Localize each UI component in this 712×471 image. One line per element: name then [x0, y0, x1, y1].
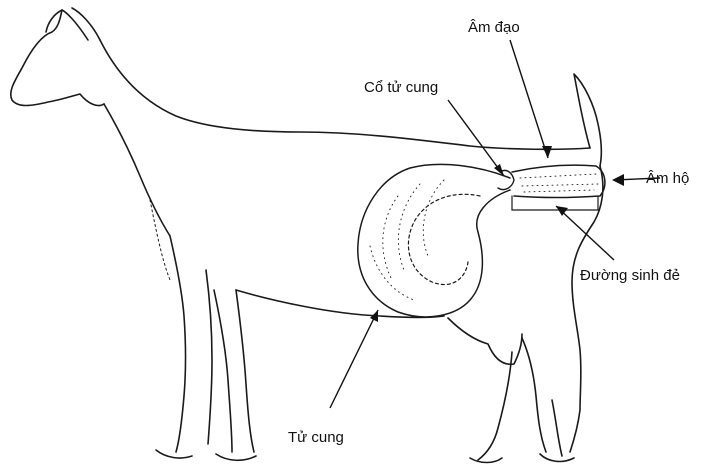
goat-front-hoof-right — [216, 454, 256, 460]
arrowhead-vulva — [612, 174, 624, 186]
pointer-vagina — [510, 40, 548, 158]
uterus-inner-horn — [408, 194, 480, 284]
arrowhead-birth-canal — [556, 206, 568, 216]
goat-hind-hoof-front — [470, 458, 502, 463]
pointer-birth-canal — [556, 206, 614, 260]
pointer-uterus — [330, 310, 378, 408]
label-cervix: Cổ tử cung — [364, 80, 438, 95]
vagina-stipple — [520, 174, 598, 192]
goat-front-leg-right-back — [236, 290, 254, 452]
goat-throat — [104, 104, 170, 236]
goat-hind-leg-front — [478, 352, 512, 460]
reproductive-tract — [358, 164, 605, 317]
label-birth-canal: Đường sinh đẻ — [580, 268, 680, 283]
goat-hind-leg-back — [552, 400, 562, 456]
label-vagina: Âm đạo — [468, 20, 520, 35]
goat-front-leg-left — [170, 236, 186, 452]
goat-tail — [574, 74, 601, 166]
label-uterus: Tử cung — [288, 430, 344, 445]
goat-hind-leg-inner — [522, 338, 546, 452]
label-vulva: Âm hộ — [646, 171, 689, 186]
goat-belly — [236, 290, 444, 318]
vagina-tube — [512, 165, 605, 197]
goat-front-hoof-left — [156, 450, 192, 458]
goat-front-leg-right — [214, 290, 232, 452]
goat-chest-shading — [150, 200, 170, 280]
goat-neck-back — [100, 40, 590, 149]
goat-hind-hoof — [540, 454, 574, 461]
uterus-outline — [358, 164, 510, 317]
cervix-shape — [498, 170, 514, 189]
goat-front-leg-left-back — [206, 270, 212, 444]
